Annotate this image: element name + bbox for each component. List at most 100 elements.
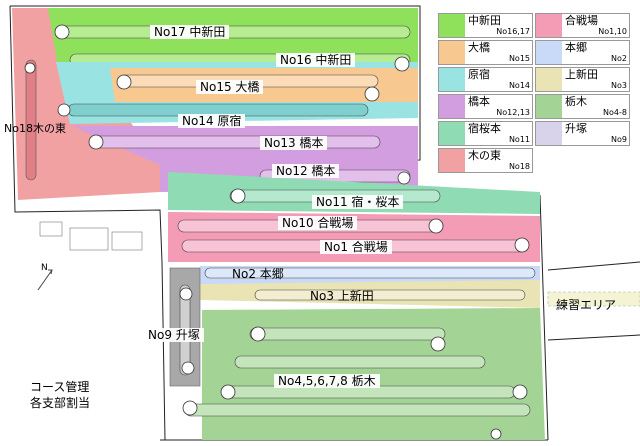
legend-swatch bbox=[439, 95, 465, 118]
course-label-10: No10 合戦場 bbox=[278, 216, 358, 230]
legend-name: 本郷 bbox=[565, 41, 587, 54]
legend-courses: No3 bbox=[611, 81, 627, 90]
legend-item-ohashi: 大橋 No15 bbox=[438, 40, 533, 65]
green bbox=[394, 56, 410, 72]
course-label-2: No2 本郷 bbox=[232, 267, 284, 281]
legend-item-nakashinden: 中新田 No16,17 bbox=[438, 13, 533, 38]
legend-swatch bbox=[439, 41, 465, 64]
legend-name: 升塚 bbox=[565, 122, 587, 135]
building bbox=[111, 231, 143, 251]
legend-name: 木の東 bbox=[468, 149, 501, 162]
legend-item-shukusakuramoto: 宿桜本 No11 bbox=[438, 121, 533, 146]
green bbox=[24, 62, 36, 74]
green bbox=[88, 134, 104, 150]
site-outline-west bbox=[9, 5, 166, 441]
legend-row: 大橋 No15 本郷 No2 bbox=[438, 40, 632, 65]
green bbox=[179, 287, 193, 301]
legend-swatch bbox=[536, 41, 562, 64]
legend-swatch bbox=[439, 149, 465, 172]
legend-swatch bbox=[536, 14, 562, 37]
course-label-9: No9 升塚 bbox=[144, 328, 204, 342]
fairway-3 bbox=[254, 289, 526, 301]
fairway-17 bbox=[59, 25, 411, 39]
management-note-line-2: 各支部割当 bbox=[30, 396, 91, 410]
legend-swatch bbox=[536, 95, 562, 118]
green bbox=[182, 400, 198, 416]
green bbox=[54, 24, 70, 40]
course-label-12: No12 橋本 bbox=[272, 164, 340, 178]
green bbox=[220, 384, 236, 400]
legend-name: 宿桜本 bbox=[468, 122, 501, 135]
legend-row: 橋本 No12,13 栃木 No4-8 bbox=[438, 94, 632, 119]
building bbox=[39, 221, 63, 237]
legend-item-hongo: 本郷 No2 bbox=[535, 40, 630, 65]
legend-swatch bbox=[439, 68, 465, 91]
legend-item-harajuku: 原宿 No14 bbox=[438, 67, 533, 92]
course-label-16: No16 中新田 bbox=[276, 53, 356, 67]
fairway-4 bbox=[249, 327, 446, 341]
course-label-17: No17 中新田 bbox=[150, 25, 230, 39]
legend-courses: No9 bbox=[611, 135, 627, 144]
course-label-14: No14 原宿 bbox=[178, 114, 246, 128]
site-outline-east bbox=[539, 194, 549, 441]
legend: 中新田 No16,17 合戦場 No1,10 大橋 No15 本郷 No2 原宿… bbox=[438, 13, 632, 175]
legend-name: 上新田 bbox=[565, 68, 598, 81]
fairway-18 bbox=[25, 59, 37, 181]
legend-name: 栃木 bbox=[565, 95, 587, 108]
course-label-11: No11 宿・桜本 bbox=[312, 195, 404, 209]
legend-courses: No11 bbox=[508, 135, 530, 144]
legend-name: 大橋 bbox=[468, 41, 490, 54]
north-arrow bbox=[37, 269, 53, 291]
green bbox=[230, 188, 246, 204]
green bbox=[512, 384, 528, 400]
green bbox=[250, 326, 266, 342]
fairway-13 bbox=[89, 135, 381, 149]
green bbox=[181, 361, 195, 375]
legend-courses: No4-8 bbox=[603, 108, 627, 117]
legend-item-kassenba: 合戦場 No1,10 bbox=[535, 13, 630, 38]
green bbox=[397, 171, 411, 185]
course-label-13: No13 橋本 bbox=[260, 136, 328, 150]
legend-courses: No1,10 bbox=[598, 27, 627, 36]
green bbox=[57, 103, 71, 117]
legend-name: 中新田 bbox=[468, 14, 501, 27]
fairway-5 bbox=[234, 355, 486, 369]
legend-courses: No18 bbox=[508, 162, 530, 171]
legend-name: 原宿 bbox=[468, 68, 490, 81]
green bbox=[490, 428, 502, 440]
legend-name: 橋本 bbox=[468, 95, 490, 108]
green bbox=[364, 86, 380, 102]
north-label: N bbox=[41, 263, 48, 273]
fairway-7 bbox=[184, 403, 531, 417]
legend-swatch bbox=[536, 68, 562, 91]
legend-row: 木の東 No18 bbox=[438, 148, 632, 173]
course-label-1: No1 合戦場 bbox=[320, 240, 392, 254]
legend-row: 中新田 No16,17 合戦場 No1,10 bbox=[438, 13, 632, 38]
course-label-3: No3 上新田 bbox=[310, 289, 374, 303]
legend-swatch bbox=[439, 14, 465, 37]
management-note-line-1: コース管理 bbox=[30, 380, 90, 394]
course-label-18: No18木の東 bbox=[4, 122, 66, 135]
practice-boundary bbox=[547, 261, 640, 271]
green bbox=[116, 74, 132, 90]
green bbox=[428, 218, 444, 234]
legend-courses: No2 bbox=[611, 54, 627, 63]
legend-item-kinohigashi: 木の東 No18 bbox=[438, 148, 533, 173]
green bbox=[514, 237, 530, 253]
building bbox=[69, 227, 109, 251]
legend-item-hashimoto: 橋本 No12,13 bbox=[438, 94, 533, 119]
legend-courses: No14 bbox=[508, 81, 530, 90]
practice-boundary-2 bbox=[547, 334, 640, 341]
legend-item-masuzuka: 升塚 No9 bbox=[535, 121, 630, 146]
practice-net bbox=[547, 291, 640, 307]
course-label-4-8: No4,5,6,7,8 栃木 bbox=[274, 374, 380, 388]
fairway-2 bbox=[204, 267, 536, 279]
legend-row: 宿桜本 No11 升塚 No9 bbox=[438, 121, 632, 146]
legend-item-tochigi: 栃木 No4-8 bbox=[535, 94, 630, 119]
legend-courses: No16,17 bbox=[496, 27, 530, 36]
legend-name: 合戦場 bbox=[565, 14, 598, 27]
legend-swatch bbox=[439, 122, 465, 145]
legend-item-kamishinden: 上新田 No3 bbox=[535, 67, 630, 92]
legend-courses: No15 bbox=[508, 54, 530, 63]
legend-courses: No12,13 bbox=[496, 108, 530, 117]
